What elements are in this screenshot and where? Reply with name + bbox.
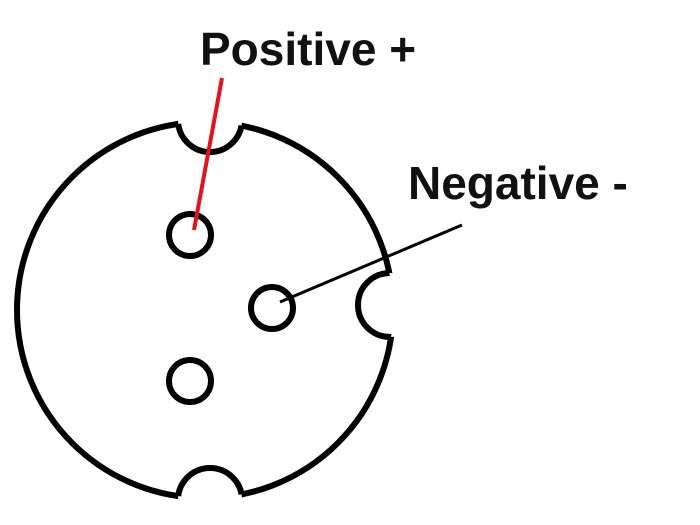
negative-leader-line	[279, 223, 463, 304]
negative-label: Negative -	[408, 157, 628, 209]
positive-label: Positive +	[200, 23, 417, 75]
positive-leader-line	[192, 77, 224, 231]
bottom-notch	[175, 465, 245, 525]
negative-pin	[248, 284, 296, 332]
positive-pin	[166, 211, 214, 259]
unused-pin	[166, 357, 214, 405]
right-notch	[355, 270, 422, 340]
